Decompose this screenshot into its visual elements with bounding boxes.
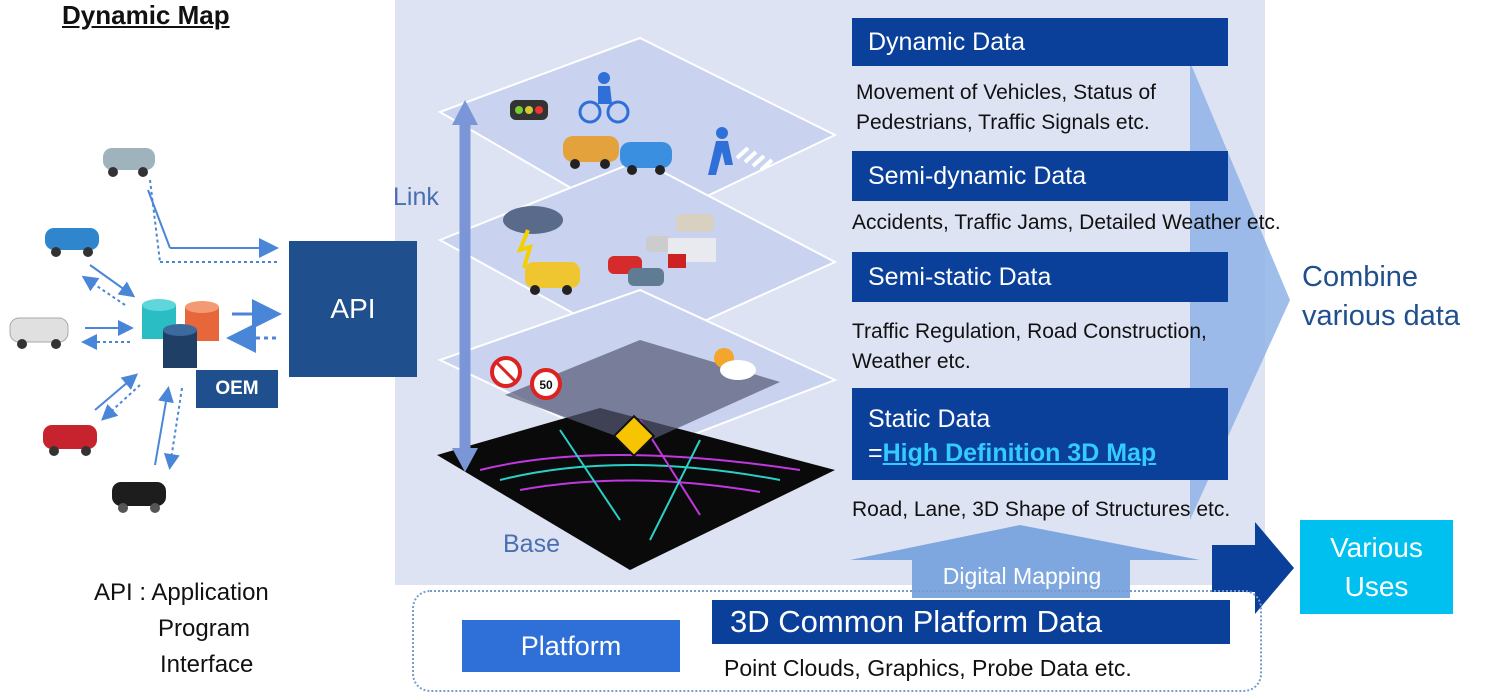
- hd-map-link[interactable]: High Definition 3D Map: [882, 439, 1157, 467]
- semi-static-data-desc: Traffic Regulation, Road Construction, W…: [852, 317, 1207, 377]
- various-uses-box: Various Uses: [1300, 520, 1453, 614]
- cyclist-icon: [578, 72, 630, 124]
- traffic-light-icon: [510, 100, 548, 120]
- comm-arrows: [81, 179, 282, 470]
- api-definition-line: Program: [158, 615, 251, 642]
- truck-icon: [668, 238, 716, 268]
- digital-mapping-arrow: [850, 525, 1200, 598]
- page-title: Dynamic Map: [62, 0, 230, 30]
- semi-static-dark-overlay: [505, 340, 780, 445]
- desc-line: Movement of Vehicles, Status of: [856, 81, 1156, 104]
- static-data-title: Static Data: [868, 405, 991, 433]
- combine-label: Combine various data: [1302, 258, 1460, 336]
- api-definition-line: API : Application: [94, 579, 269, 606]
- semi-static-data-title: Semi-static Data: [852, 252, 1228, 302]
- desc-line: Accidents, Traffic Jams, Detailed Weathe…: [852, 211, 1281, 234]
- semi-dynamic-data-desc: Accidents, Traffic Jams, Detailed Weathe…: [852, 208, 1281, 238]
- common-platform-desc: Point Clouds, Graphics, Probe Data etc.: [724, 655, 1132, 681]
- car-icon: [620, 142, 672, 175]
- various-uses-line: Uses: [1344, 571, 1409, 602]
- speed-limit-sign-icon: [530, 368, 562, 400]
- oem-box: OEM: [196, 370, 278, 408]
- static-data-desc: Road, Lane, 3D Shape of Structures etc.: [852, 495, 1230, 525]
- dynamic-data-desc: Movement of Vehicles, Status of Pedestri…: [856, 78, 1156, 138]
- desc-line: Weather etc.: [852, 350, 971, 373]
- various-uses-line: Various: [1330, 532, 1423, 563]
- pedestrian-icon: [708, 127, 733, 175]
- dynamic-data-title: Dynamic Data: [852, 18, 1228, 66]
- base-label: Base: [503, 530, 560, 558]
- desc-line: Traffic Regulation, Road Construction,: [852, 320, 1207, 343]
- storm-cloud-icon: [503, 206, 563, 269]
- combine-line: various data: [1302, 300, 1460, 332]
- static-data-subtitle: =High Definition 3D Map: [868, 436, 1228, 470]
- layer-static-base: [437, 408, 835, 570]
- static-data-box: Static Data =High Definition 3D Map: [852, 388, 1228, 480]
- car-icon: [628, 268, 664, 286]
- car-icon: [646, 236, 672, 252]
- api-definition: API : Application Program Interface: [94, 575, 269, 683]
- car-icon: [563, 136, 619, 169]
- car-icon: [112, 482, 166, 513]
- api-box: API: [289, 241, 417, 377]
- no-parking-sign-icon: [490, 356, 522, 388]
- crosswalk: [735, 146, 774, 172]
- car-icon: [676, 214, 714, 232]
- desc-line: Road, Lane, 3D Shape of Structures etc.: [852, 498, 1231, 521]
- car-icon: [525, 262, 580, 295]
- semi-dynamic-data-title: Semi-dynamic Data: [852, 151, 1228, 201]
- link-label: Link: [393, 183, 439, 211]
- car-icon: [43, 425, 97, 456]
- oem-label: OEM: [215, 378, 259, 399]
- common-platform-title: 3D Common Platform Data: [712, 600, 1230, 644]
- database-icon: [142, 299, 219, 368]
- api-label: API: [330, 293, 376, 324]
- combine-line: Combine: [1302, 261, 1419, 293]
- api-definition-line: Interface: [160, 651, 254, 678]
- car-icon: [9, 317, 69, 349]
- hd-map-lines: [479, 419, 801, 541]
- platform-label: Platform: [520, 630, 622, 661]
- platform-frame: [412, 590, 1262, 692]
- speed-limit-value: 50: [539, 378, 553, 392]
- car-icon: [103, 148, 155, 177]
- digital-mapping-label: Digital Mapping: [942, 562, 1102, 589]
- car-icon: [45, 228, 99, 257]
- road-work-sign-icon: [612, 414, 656, 458]
- platform-box: Platform: [462, 620, 680, 672]
- desc-line: Pedestrians, Traffic Signals etc.: [856, 111, 1150, 134]
- static-prefix: =: [868, 439, 883, 467]
- partly-cloudy-icon: [714, 348, 756, 380]
